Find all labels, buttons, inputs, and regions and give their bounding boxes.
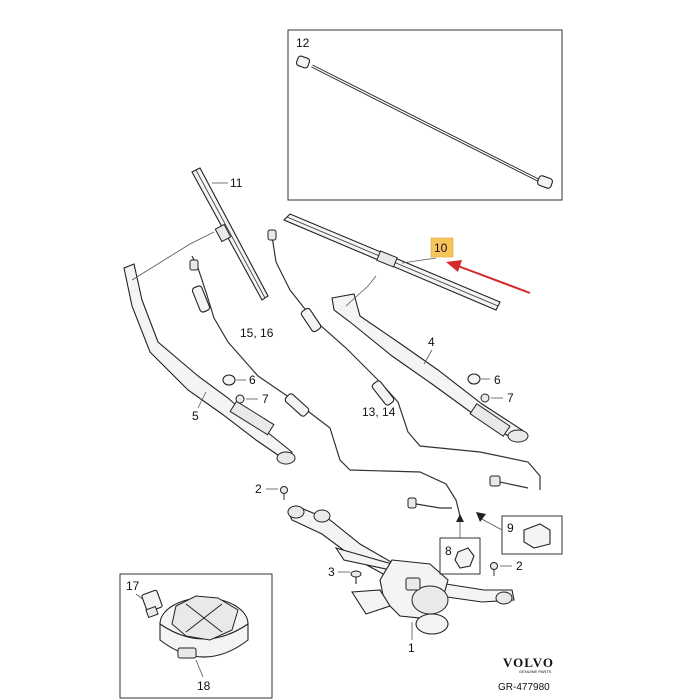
highlighted-callout-10: 10 — [401, 237, 531, 294]
callout-1: 1 — [408, 641, 415, 655]
brand-block: VOLVO GENUINE PARTS GR-477980 — [498, 655, 554, 693]
cap-part-6-right: 6 — [467, 373, 501, 387]
callout-4: 4 — [428, 335, 435, 349]
wiper-arm-part-4: 4 — [331, 275, 529, 443]
callout-7-right: 7 — [507, 391, 514, 405]
red-arrow-icon — [446, 260, 462, 272]
callout-6-right: 6 — [494, 373, 501, 387]
callout-18: 18 — [197, 679, 211, 693]
washer-hose-part-12 — [295, 55, 553, 189]
callout-8: 8 — [445, 544, 452, 558]
drawing-code: GR-477980 — [498, 682, 550, 693]
bolt-part-2-right: 2 — [490, 559, 523, 576]
callout-13-14: 13, 14 — [362, 405, 396, 419]
arrow-8-icon — [456, 514, 464, 522]
callout-6-left: 6 — [249, 373, 256, 387]
callout-15-16: 15, 16 — [240, 326, 274, 340]
brand-sub: GENUINE PARTS — [519, 669, 552, 674]
washer-hose-part-15-16: 15, 16 — [189, 255, 461, 517]
callout-7-left: 7 — [262, 392, 269, 406]
connector-part-17 — [141, 589, 163, 619]
wiper-motor-part-18 — [159, 595, 249, 659]
wiper-linkage-part-1: 1 — [287, 505, 515, 655]
inset-box-part-17-18: 17 18 — [119, 573, 273, 699]
callout-5: 5 — [192, 409, 199, 423]
brand-logo: VOLVO — [503, 655, 554, 670]
inset-box-part-12: 12 — [287, 29, 563, 201]
callout-10: 10 — [434, 241, 448, 255]
callout-2-right: 2 — [516, 559, 523, 573]
bolt-part-2-left: 2 — [255, 482, 288, 500]
callout-9: 9 — [507, 521, 514, 535]
callout-11: 11 — [230, 176, 243, 190]
callout-12: 12 — [296, 36, 310, 50]
nut-part-7-left: 7 — [235, 392, 269, 406]
wiper-blade-part-11: 11 — [191, 167, 269, 301]
wiper-arm-part-5: 5 — [123, 231, 296, 465]
screw-part-3: 3 — [328, 565, 362, 584]
washer-hose-part-13-14: 13, 14 — [267, 229, 541, 490]
callout-2-left: 2 — [255, 482, 262, 496]
arrow-9-icon — [476, 512, 486, 522]
clip-part-9: 9 — [476, 512, 563, 555]
bushing-part-8: 8 — [439, 514, 481, 575]
cap-part-6-left: 6 — [222, 373, 256, 387]
callout-17: 17 — [126, 579, 140, 593]
callout-3: 3 — [328, 565, 335, 579]
wiper-blade-part-10 — [283, 213, 501, 311]
nut-part-7-right: 7 — [480, 391, 514, 405]
